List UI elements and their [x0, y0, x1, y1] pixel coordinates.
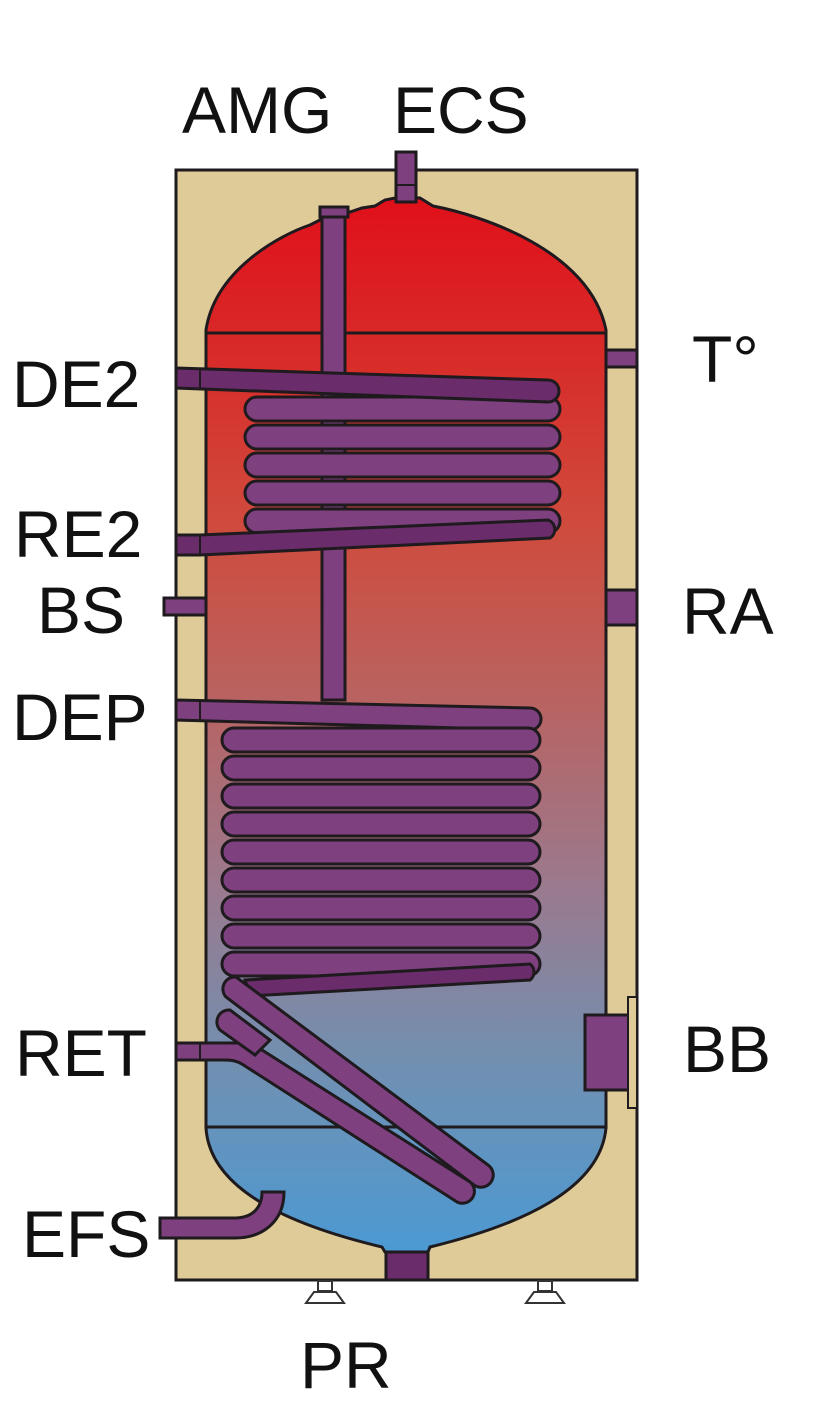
bs-port: [162, 596, 208, 617]
label-pr: PR: [300, 1328, 392, 1402]
upper-coil: [174, 366, 562, 557]
label-amg: AMG: [182, 73, 332, 147]
label-ra: RA: [682, 574, 774, 648]
ecs-pipe: [394, 150, 418, 204]
label-ecs: ECS: [393, 73, 529, 147]
label-re2: RE2: [14, 497, 142, 571]
label-ret: RET: [15, 1016, 147, 1090]
label-bb: BB: [683, 1012, 771, 1086]
label-bs: BS: [37, 573, 125, 647]
label-de2: DE2: [12, 347, 140, 421]
efs-inlet-pipe: [158, 1190, 286, 1240]
label-efs: EFS: [22, 1197, 150, 1271]
amg-cap: [318, 205, 350, 219]
ra-port: [604, 588, 639, 627]
label-temperature: T°: [692, 322, 759, 396]
lower-coil: [174, 698, 543, 1205]
label-dep: DEP: [12, 680, 148, 754]
foot-right: [524, 1280, 566, 1304]
bb-heater-flange: [583, 1013, 632, 1092]
pr-drain-pipe: [384, 1250, 430, 1282]
bb-flange-plate: [627, 996, 638, 1109]
foot-left: [304, 1280, 346, 1304]
temp-sensor-port: [604, 348, 639, 369]
